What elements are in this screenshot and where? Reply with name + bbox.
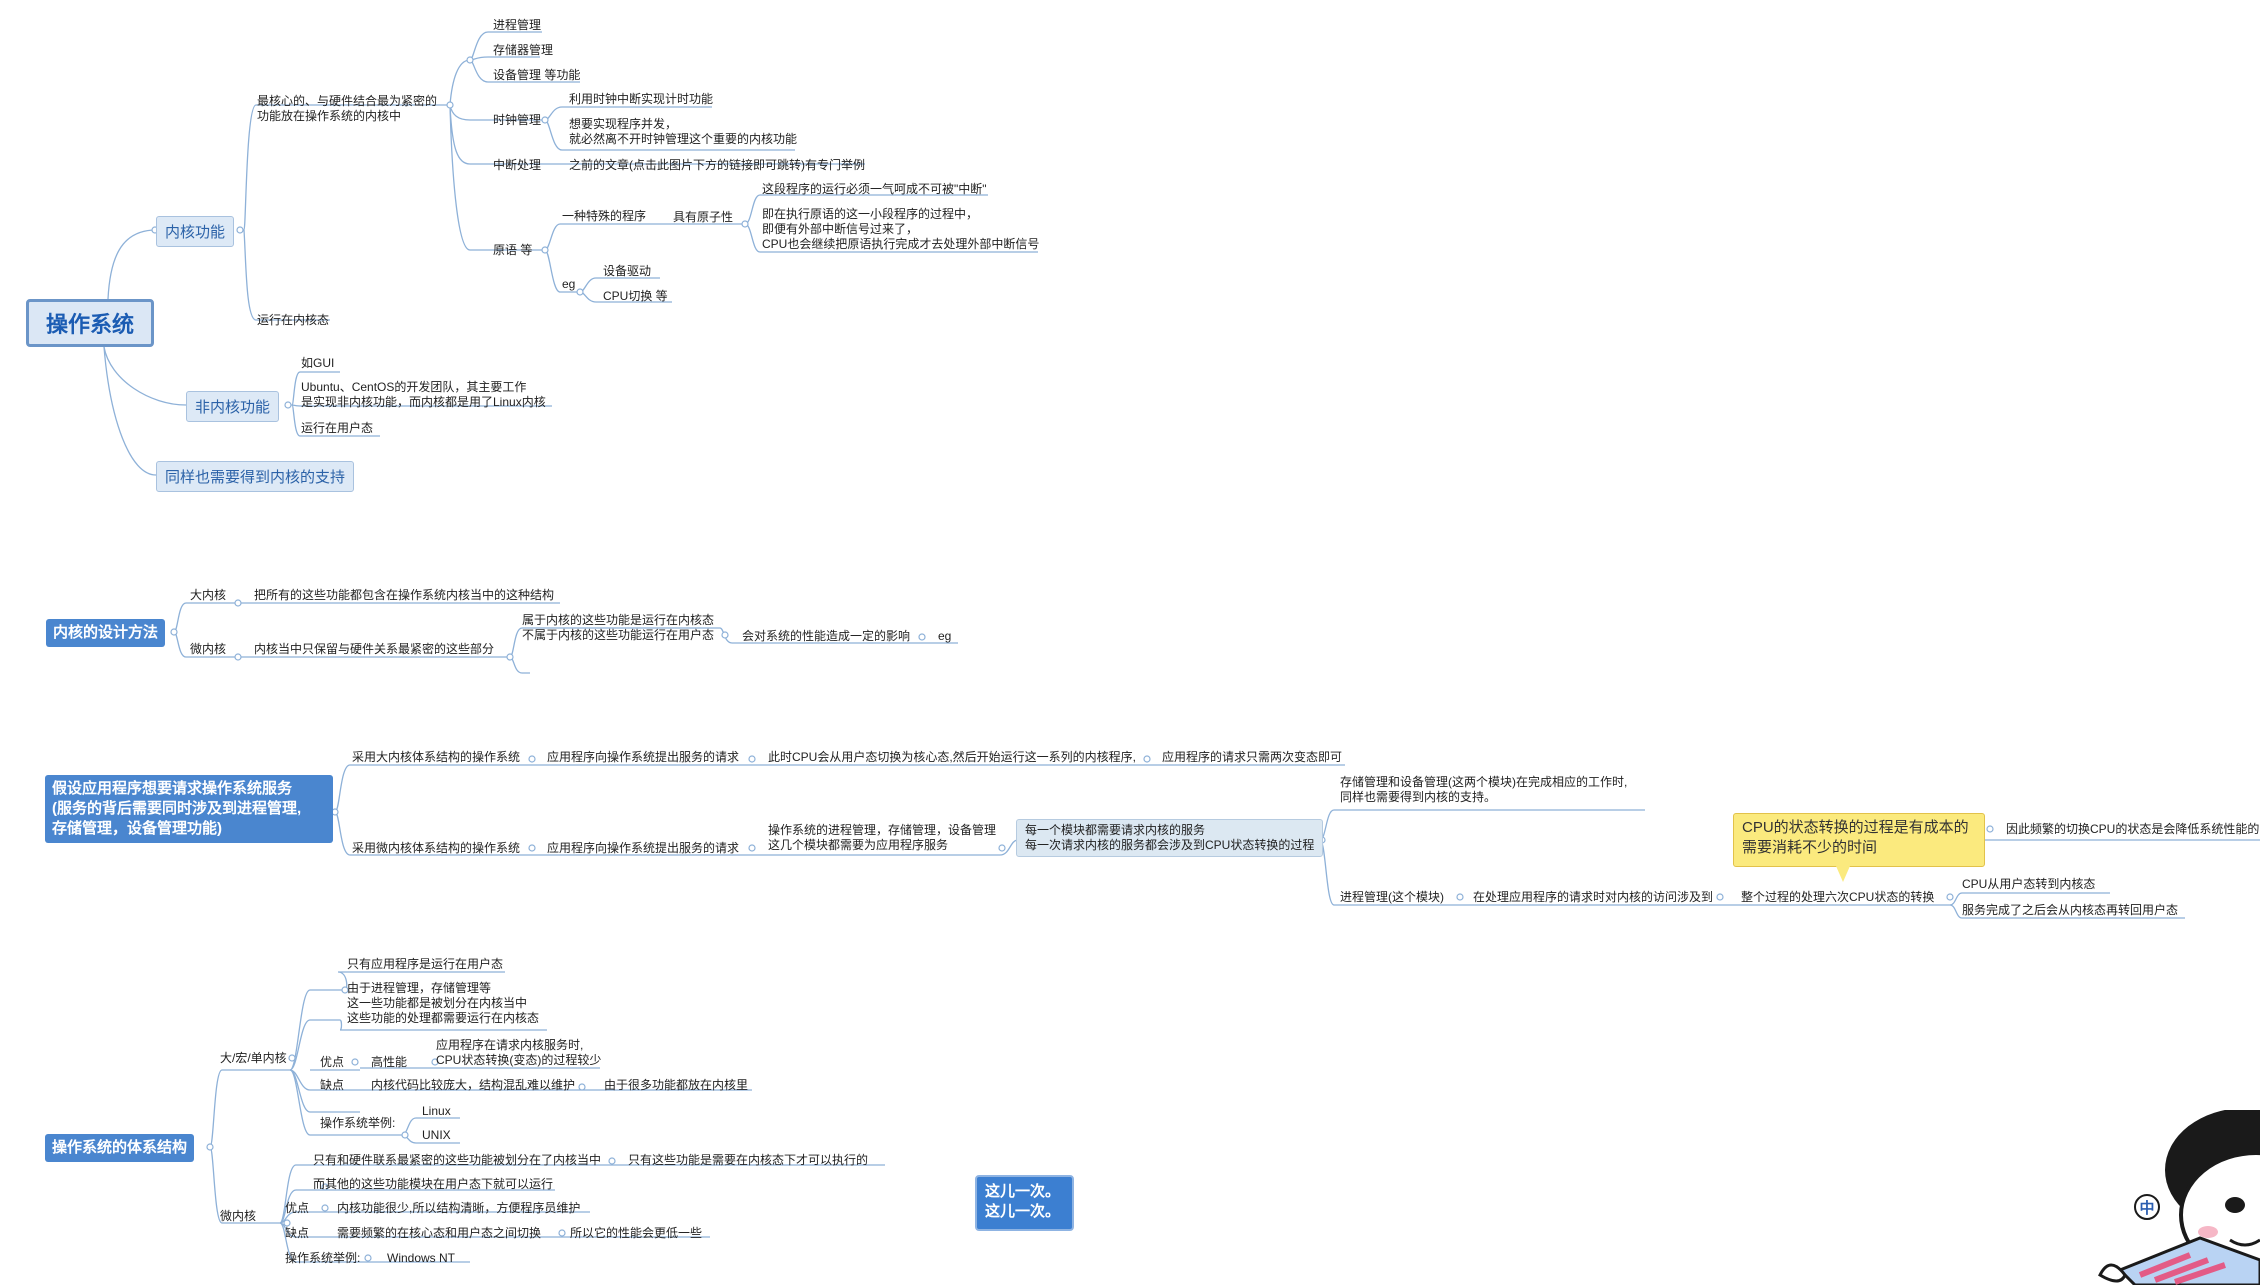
ime-badge: 中 — [2134, 1194, 2160, 1220]
node-arch-macro[interactable]: 大/宏/单内核 — [220, 1051, 287, 1065]
node-interrupt-note[interactable]: 之前的文章(点击此图片下方的链接即可跳转)有专门举例 — [569, 158, 865, 172]
node-micro-eg[interactable]: eg — [938, 629, 952, 643]
node-arch-windows[interactable]: Windows NT — [387, 1251, 456, 1265]
node-arch-micro-examples[interactable]: 操作系统举例: — [285, 1251, 361, 1265]
node-clock-timer[interactable]: 利用时钟中断实现计时功能 — [569, 92, 714, 106]
node-arch-high-perf[interactable]: 高性能 — [371, 1055, 408, 1069]
node-clock-concurrency[interactable]: 想要实现程序并发， 就必然离不开时钟管理这个重要的内核功能 — [569, 117, 798, 146]
node-non-kernel[interactable]: 非内核功能 — [186, 391, 280, 422]
root-label: 操作系统 — [45, 312, 134, 337]
node-device-mgmt[interactable]: 设备管理 等功能 — [493, 68, 581, 82]
topic-design[interactable]: 内核的设计方法 — [46, 619, 166, 647]
node-req-micro-request[interactable]: 应用程序向操作系统提出服务的请求 — [547, 841, 740, 855]
node-req-storage-device[interactable]: 存储管理和设备管理(这两个模块)在完成相应的工作时, 同样也需要得到内核的支持。 — [1340, 775, 1628, 804]
node-req-process[interactable]: 进程管理(这个模块) — [1340, 890, 1444, 904]
node-arch-high-perf-note[interactable]: 应用程序在请求内核服务时, CPU状态转换(变态)的过程较少 — [436, 1038, 602, 1067]
node-atomic-note-1[interactable]: 这段程序的运行必须一气呵成不可被"中断" — [762, 182, 987, 196]
callout-tail — [1836, 866, 1850, 882]
node-arch-only-apps[interactable]: 只有应用程序是运行在用户态 — [347, 957, 504, 971]
node-req-micro[interactable]: 采用微内核体系结构的操作系统 — [352, 841, 521, 855]
node-req-micro-services[interactable]: 操作系统的进程管理，存储管理，设备管理 这几个模块都需要为应用程序服务 — [768, 823, 997, 852]
node-micro-split[interactable]: 属于内核的这些功能是运行在内核态 不属于内核的这些功能运行在用户态 — [522, 613, 715, 642]
node-req-six[interactable]: 整个过程的处理六次CPU状态的转换 — [1741, 890, 1935, 904]
node-micro-kernel[interactable]: 微内核 — [190, 642, 227, 656]
mascot-illustration: 中 — [2080, 1108, 2260, 1287]
node-arch-unix[interactable]: UNIX — [422, 1128, 451, 1142]
node-arch-others-user[interactable]: 而其他的这些功能模块在用户态下就可以运行 — [313, 1177, 554, 1191]
note-box[interactable]: 这儿一次。 这儿一次。 — [975, 1175, 1074, 1231]
node-arch-micro-pros[interactable]: 优点 — [285, 1201, 310, 1215]
node-atomic[interactable]: 具有原子性 — [673, 210, 734, 224]
node-kernel-functions[interactable]: 内核功能 — [156, 216, 235, 247]
node-req-kernel-to-user[interactable]: 服务完成了之后会从内核态再转回用户态 — [1962, 903, 2179, 917]
node-primitive[interactable]: 原语 等 — [493, 243, 533, 257]
node-interrupt[interactable]: 中断处理 — [493, 158, 542, 172]
node-macro-note[interactable]: 把所有的这些功能都包含在操作系统内核当中的这种结构 — [254, 588, 555, 602]
topic-architecture[interactable]: 操作系统的体系结构 — [45, 1134, 195, 1162]
node-kernel-mode[interactable]: 运行在内核态 — [257, 313, 330, 327]
node-process-mgmt[interactable]: 进程管理 — [493, 18, 542, 32]
node-arch-macro-cons-note[interactable]: 内核代码比较庞大，结构混乱难以维护 — [371, 1078, 576, 1092]
node-micro-note[interactable]: 内核当中只保留与硬件关系最紧密的这些部分 — [254, 642, 495, 656]
node-req-frequent[interactable]: 因此频繁的切换CPU的状态是会降低系统性能的 — [2006, 822, 2260, 836]
node-req-macro-switch[interactable]: 此时CPU会从用户态切换为核心态,然后开始运行这一系列的内核程序, — [768, 750, 1137, 764]
node-arch-linux[interactable]: Linux — [422, 1104, 451, 1118]
node-req-user-to-kernel[interactable]: CPU从用户态转到内核态 — [1962, 877, 2096, 891]
node-req-macro-two[interactable]: 应用程序的请求只需两次变态即可 — [1162, 750, 1343, 764]
node-storage-mgmt[interactable]: 存储器管理 — [493, 43, 554, 57]
topic-request[interactable]: 假设应用程序想要请求操作系统服务 (服务的背后需要同时涉及到进程管理, 存储管理… — [45, 775, 333, 843]
node-arch-micro-cons[interactable]: 缺点 — [285, 1226, 310, 1240]
node-arch-micro-cons-note[interactable]: 需要频繁的在核心态和用户态之间切换 — [337, 1226, 542, 1240]
node-arch-must-kernel[interactable]: 只有这些功能是需要在内核态下才可以执行的 — [628, 1153, 869, 1167]
node-macro-kernel[interactable]: 大内核 — [190, 588, 227, 602]
node-req-kernel-access[interactable]: 在处理应用程序的请求时对内核的访问涉及到 — [1473, 890, 1714, 904]
node-micro-perf[interactable]: 会对系统的性能造成一定的影响 — [742, 629, 911, 643]
node-core-note[interactable]: 最核心的、与硬件结合最为紧密的 功能放在操作系统的内核中 — [257, 94, 438, 123]
node-req-macro[interactable]: 采用大内核体系结构的操作系统 — [352, 750, 521, 764]
node-cpu-switch[interactable]: CPU切换 等 — [603, 289, 668, 303]
node-atomic-note-2[interactable]: 即在执行原语的这一小段程序的过程中， 即便有外部中断信号过来了， CPU也会继续… — [762, 207, 1040, 251]
node-req-each-module[interactable]: 每一个模块都需要请求内核的服务 每一次请求内核的服务都会涉及到CPU状态转换的过… — [1016, 819, 1324, 857]
node-arch-hw-only[interactable]: 只有和硬件联系最紧密的这些功能被划分在了内核当中 — [313, 1153, 602, 1167]
node-arch-micro-pros-note[interactable]: 内核功能很少,所以结构清晰，方便程序员维护 — [337, 1201, 581, 1215]
node-ubuntu-note[interactable]: Ubuntu、CentOS的开发团队，其主要工作 是实现非内核功能，而内核都是用… — [301, 380, 546, 409]
node-primitive-eg[interactable]: eg — [562, 277, 576, 291]
node-gui[interactable]: 如GUI — [301, 356, 335, 370]
node-arch-micro[interactable]: 微内核 — [220, 1209, 257, 1223]
node-arch-micro-cons-reason[interactable]: 所以它的性能会更低一些 — [570, 1226, 703, 1240]
node-arch-macro-examples[interactable]: 操作系统举例: — [320, 1116, 396, 1130]
node-req-macro-request[interactable]: 应用程序向操作系统提出服务的请求 — [547, 750, 740, 764]
node-clock-mgmt[interactable]: 时钟管理 — [493, 113, 542, 127]
node-device-driver[interactable]: 设备驱动 — [603, 264, 652, 278]
node-user-mode[interactable]: 运行在用户态 — [301, 421, 374, 435]
node-support[interactable]: 同样也需要得到内核的支持 — [156, 461, 355, 492]
callout-cost[interactable]: CPU的状态转换的过程是有成本的 需要消耗不少的时间 — [1733, 813, 1985, 867]
node-arch-macro-pros[interactable]: 优点 — [320, 1055, 345, 1069]
node-special-program[interactable]: 一种特殊的程序 — [562, 209, 647, 223]
node-arch-macro-cons[interactable]: 缺点 — [320, 1078, 345, 1092]
node-arch-modules[interactable]: 由于进程管理，存储管理等 这一些功能都是被划分在内核当中 这些功能的处理都需要运… — [347, 981, 540, 1025]
node-arch-macro-cons-reason[interactable]: 由于很多功能都放在内核里 — [604, 1078, 749, 1092]
root-node[interactable]: 操作系统 — [26, 299, 154, 347]
